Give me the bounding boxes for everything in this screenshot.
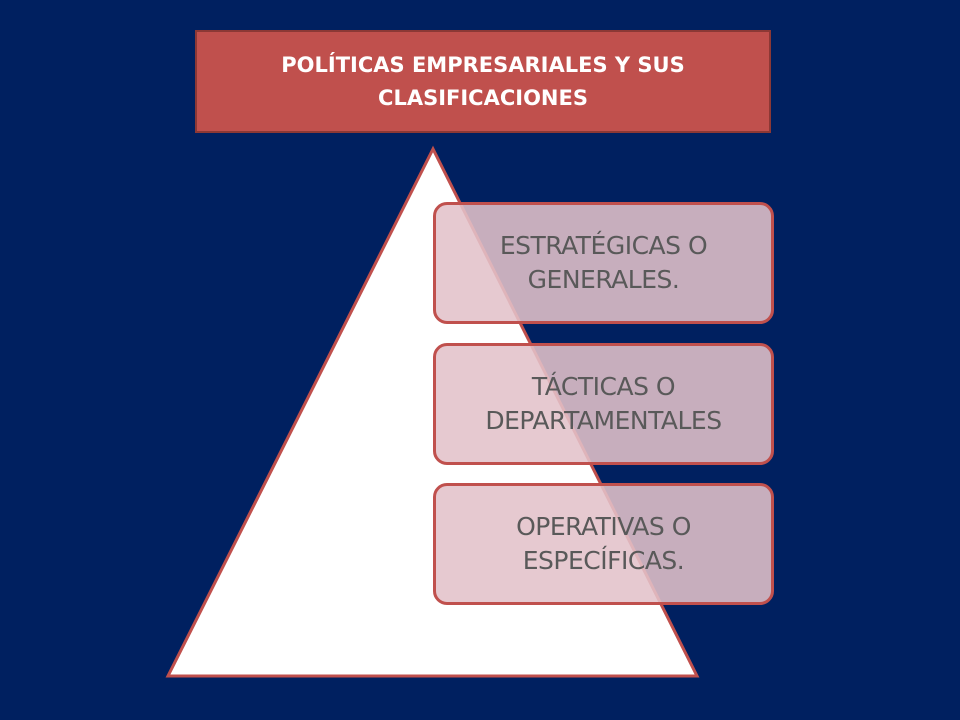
level-strategic-label: ESTRATÉGICAS O GENERALES.: [499, 231, 708, 294]
level-operational: OPERATIVAS O ESPECÍFICAS.: [433, 483, 774, 605]
level-operational-label: OPERATIVAS O ESPECÍFICAS.: [516, 512, 691, 575]
level-tactical: TÁCTICAS O DEPARTAMENTALES: [433, 343, 774, 465]
diagram-title: POLÍTICAS EMPRESARIALES Y SUS CLASIFICAC…: [281, 52, 685, 110]
level-strategic: ESTRATÉGICAS O GENERALES.: [433, 202, 774, 324]
title-box: POLÍTICAS EMPRESARIALES Y SUS CLASIFICAC…: [195, 30, 771, 133]
level-tactical-label: TÁCTICAS O DEPARTAMENTALES: [485, 372, 722, 435]
